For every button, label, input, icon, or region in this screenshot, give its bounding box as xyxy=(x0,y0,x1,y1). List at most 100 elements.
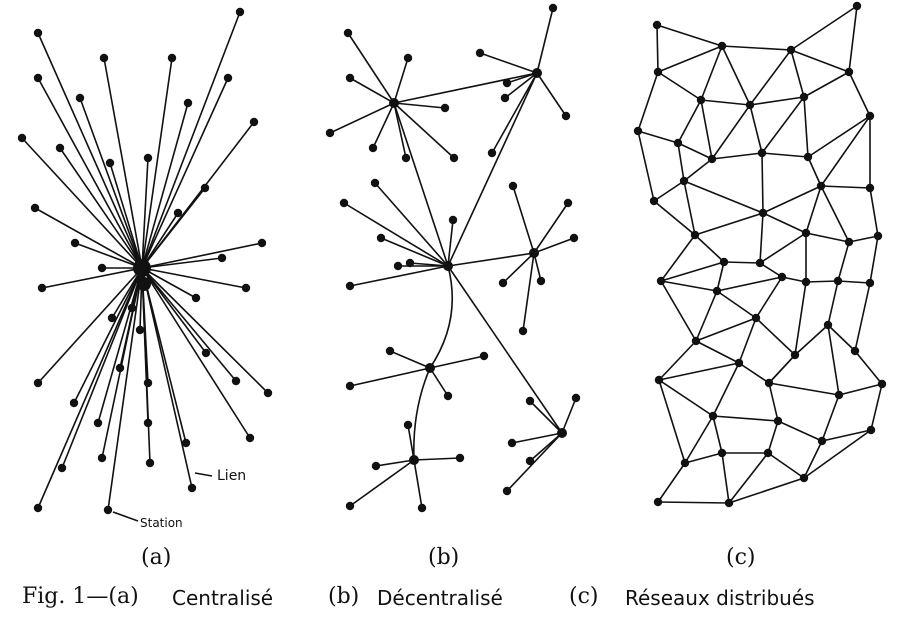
panel-label-b: (b) xyxy=(428,545,460,570)
centralized-station xyxy=(33,503,43,513)
distributed-link xyxy=(694,212,764,236)
decentralized-link xyxy=(533,237,575,254)
centralized-station xyxy=(70,238,80,248)
distributed-station xyxy=(679,176,689,186)
decentralized-link xyxy=(429,367,449,397)
centralized-link xyxy=(141,212,179,269)
centralized-link xyxy=(141,157,149,269)
decentralized-link xyxy=(506,72,538,84)
distributed-station xyxy=(656,276,666,286)
centralized-station xyxy=(97,263,107,273)
distributed-station xyxy=(865,278,875,288)
centralized-link xyxy=(107,267,143,511)
station-pointer-line xyxy=(112,511,139,522)
centralized-station xyxy=(33,28,43,38)
distributed-link xyxy=(820,185,871,189)
distributed-link xyxy=(700,99,751,106)
caption-figure-number: Fig. 1—(a) xyxy=(22,584,139,609)
decentralized-link xyxy=(349,367,431,387)
decentralized-station xyxy=(571,393,581,403)
distributed-station xyxy=(850,346,860,356)
distributed-link xyxy=(738,317,757,364)
distributed-station xyxy=(790,350,800,360)
station-annotation: Station xyxy=(140,516,183,530)
distributed-network-panel xyxy=(633,1,887,508)
centralized-link xyxy=(103,57,143,269)
decentralized-station xyxy=(561,111,571,121)
distributed-link xyxy=(660,234,696,282)
distributed-link xyxy=(695,317,757,342)
decentralized-station xyxy=(502,486,512,496)
distributed-link xyxy=(820,115,871,187)
distributed-station xyxy=(834,390,844,400)
distributed-link xyxy=(728,477,805,504)
distributed-station xyxy=(773,416,783,426)
centralized-link xyxy=(141,267,269,394)
distributed-link xyxy=(657,45,723,73)
distributed-station xyxy=(757,148,767,158)
centralized-station xyxy=(231,376,241,386)
centralized-station xyxy=(191,293,201,303)
distributed-station xyxy=(719,257,729,267)
centralized-station xyxy=(17,133,27,143)
distributed-link xyxy=(711,104,751,160)
distributed-station xyxy=(844,67,854,77)
decentralized-station xyxy=(403,420,413,430)
decentralized-station xyxy=(548,3,558,13)
distributed-link xyxy=(848,235,879,243)
distributed-link xyxy=(683,180,764,214)
centralized-link xyxy=(141,102,189,269)
distributed-station xyxy=(755,258,765,268)
centralized-link xyxy=(37,267,143,509)
decentralized-link xyxy=(529,400,563,434)
decentralized-station xyxy=(443,391,453,401)
decentralized-station xyxy=(376,233,386,243)
distributed-link xyxy=(837,241,850,282)
distributed-link xyxy=(656,24,659,73)
distributed-station xyxy=(866,425,876,435)
decentralized-station xyxy=(475,48,485,58)
distributed-link xyxy=(848,5,858,73)
decentralized-hub-node xyxy=(409,455,419,465)
distributed-station xyxy=(734,358,744,368)
distributed-link xyxy=(768,354,796,384)
distributed-link xyxy=(738,362,770,384)
distributed-link xyxy=(854,350,883,385)
decentralized-link xyxy=(561,397,577,434)
caption-centralized: Centralisé xyxy=(172,586,274,610)
distributed-station xyxy=(823,320,833,330)
decentralized-link xyxy=(533,202,569,254)
centralized-station xyxy=(97,453,107,463)
distributed-link xyxy=(803,440,823,479)
centralized-station xyxy=(127,303,137,313)
centralized-station xyxy=(93,418,103,428)
decentralized-station xyxy=(525,396,535,406)
distributed-station xyxy=(649,196,659,206)
centralized-link xyxy=(141,267,251,439)
distributed-link xyxy=(790,49,850,73)
distributed-station xyxy=(852,1,862,11)
distributed-station xyxy=(653,497,663,507)
centralized-link xyxy=(21,137,143,269)
caption-c-marker: (c) xyxy=(569,584,599,609)
backbone-link xyxy=(447,252,535,267)
decentralized-link xyxy=(349,459,415,507)
centralized-station xyxy=(105,158,115,168)
decentralized-hub-node xyxy=(389,98,399,108)
distributed-link xyxy=(677,142,685,182)
distributed-link xyxy=(790,49,805,98)
decentralized-link xyxy=(413,457,461,461)
decentralized-station xyxy=(448,215,458,225)
decentralized-hub-node xyxy=(425,363,435,373)
distributed-link xyxy=(827,324,856,352)
decentralized-link xyxy=(349,77,395,104)
decentralized-station xyxy=(417,503,427,513)
decentralized-station xyxy=(345,281,355,291)
distributed-link xyxy=(637,130,655,202)
decentralized-station xyxy=(487,148,497,158)
distributed-station xyxy=(764,378,774,388)
centralized-link xyxy=(141,267,193,489)
distributed-station xyxy=(717,448,727,458)
decentralized-link xyxy=(375,459,415,467)
